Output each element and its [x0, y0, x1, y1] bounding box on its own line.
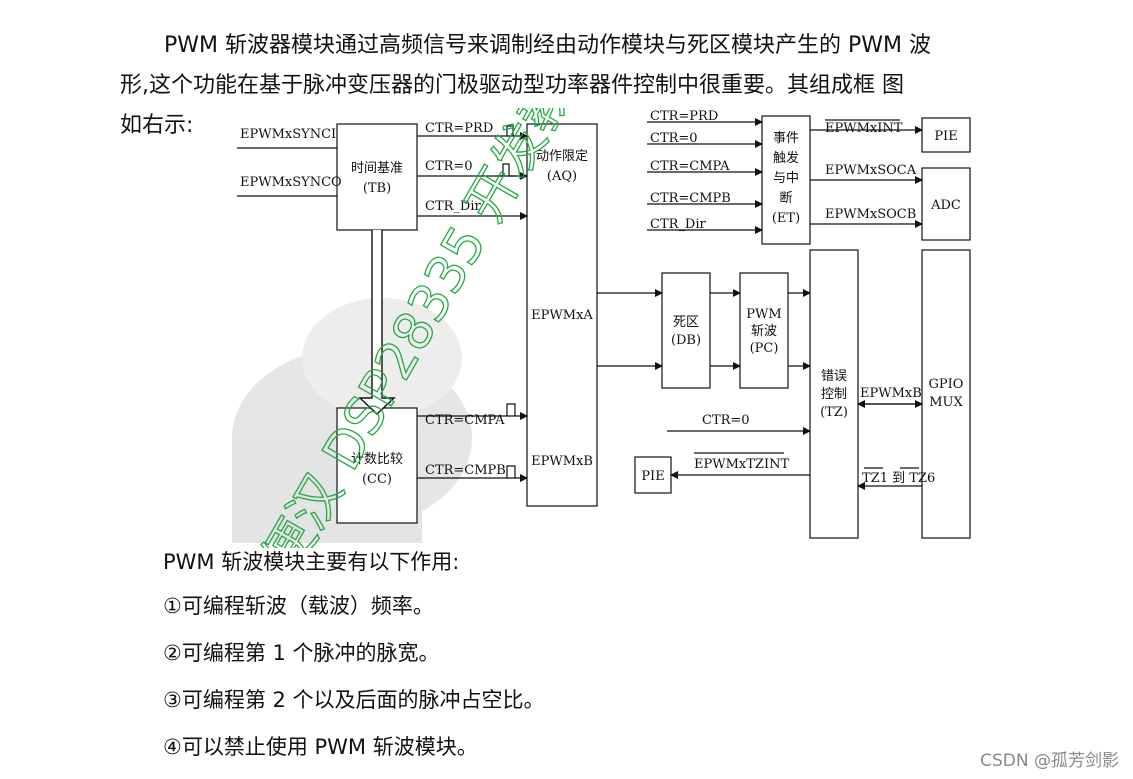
tz-abbr: (TZ): [820, 405, 848, 420]
tb-block: [336, 123, 418, 231]
et-name-2: 触发: [773, 150, 799, 166]
epwm-block-diagram: EPWMxSYNCI EPWMxSYNCO CTR=PRD CTR=0 CTR_…: [232, 21, 977, 585]
pc-abbr: (PC): [750, 341, 779, 356]
tb-ctr-prd-label: CTR=PRD: [425, 121, 493, 136]
cc-ctr-cmpa-label: CTR=CMPA: [425, 413, 505, 428]
aq-block: [526, 123, 598, 507]
cc-abbr: (CC): [362, 472, 392, 487]
et-in-cmpa-label: CTR=CMPA: [650, 159, 730, 174]
et-name-1: 事件: [773, 131, 799, 146]
et-in-cmpb-label: CTR=CMPB: [650, 191, 731, 206]
cc-block: [336, 407, 418, 524]
db-name: 死区: [673, 315, 699, 330]
function-item-1: ①可编程斩波（载波）频率。: [163, 594, 434, 618]
db-abbr: (DB): [671, 333, 701, 348]
gpio-mux-block: [921, 249, 971, 539]
et-name-4: 断: [779, 191, 792, 206]
functions-heading: PWM 斩波模块主要有以下作用:: [163, 550, 460, 574]
pc-name-1: PWM: [746, 307, 781, 322]
et-in-dir-label: CTR_Dir: [650, 217, 706, 232]
diagram-svg: EPWMxSYNCI EPWMxSYNCO CTR=PRD CTR=0 CTR_…: [232, 21, 971, 585]
pie-bottom-block: [634, 456, 672, 494]
function-item-2: ②可编程第 1 个脉冲的脉宽。: [163, 641, 440, 665]
cc-name: 计数比较: [351, 452, 403, 467]
tb-abbr: (TB): [363, 181, 391, 196]
et-out-soca-label: EPWMxSOCA: [825, 163, 917, 178]
sync-in-label: EPWMxSYNCI: [240, 127, 336, 142]
tz-name-2: 控制: [821, 387, 847, 402]
et-abbr: (ET): [772, 211, 800, 226]
tz-in-tz-label: TZ1 到 TZ6: [862, 471, 935, 486]
tz-out-b-label: EPWMxB: [860, 386, 922, 401]
intro-line-2: 形,这个功能在基于脉冲变压器的门极驱动型功率器件控制中很重要。其组成框 图: [120, 73, 904, 98]
tb-ctr-zero-label: CTR=0: [425, 159, 473, 174]
intro-line-3: 如右示:: [120, 113, 194, 138]
pie-bottom-label: PIE: [641, 469, 664, 484]
intro-paragraph: PWM 斩波器模块通过高频信号来调制经由动作模块与死区模块产生的 PWM 波 形…: [120, 26, 1010, 146]
gpio-label-1: GPIO: [929, 377, 964, 392]
sync-out-label: EPWMxSYNCO: [240, 175, 342, 190]
aq-abbr: (AQ): [547, 169, 577, 184]
et-out-socb-label: EPWMxSOCB: [825, 207, 916, 222]
pie-top-block: [921, 117, 971, 153]
et-in-prd-label: CTR=PRD: [650, 109, 718, 124]
aq-out-b: EPWMxB: [531, 454, 593, 469]
gpio-label-2: MUX: [929, 395, 963, 410]
adc-block: [921, 167, 971, 241]
pc-block: [739, 272, 789, 389]
tz-out-tzint-label: EPWMxTZINT: [694, 457, 789, 472]
tz-block: [809, 249, 859, 539]
et-name-3: 与中: [773, 171, 799, 186]
function-item-3: ③可编程第 2 个以及后面的脉冲占空比。: [163, 688, 545, 712]
et-in-zero-label: CTR=0: [650, 131, 698, 146]
aq-name: 动作限定: [536, 149, 588, 164]
tz-ctr-zero-label: CTR=0: [702, 413, 750, 428]
pie-top-label: PIE: [934, 129, 957, 144]
et-out-int-label: EPWMxINT: [825, 121, 903, 136]
csdn-credit: CSDN @孤芳剑影: [980, 751, 1119, 771]
tb-ctr-dir-label: CTR_Dir: [425, 199, 481, 214]
tb-name: 时间基准: [351, 161, 403, 176]
et-block: [761, 115, 811, 245]
adc-label: ADC: [930, 198, 961, 213]
pc-name-2: 斩波: [751, 324, 777, 339]
intro-line-1: PWM 斩波器模块通过高频信号来调制经由动作模块与死区模块产生的 PWM 波: [164, 33, 931, 58]
tz-name-1: 错误: [821, 369, 847, 384]
aq-out-a: EPWMxA: [531, 308, 593, 323]
function-item-4: ④可以禁止使用 PWM 斩波模块。: [163, 735, 478, 759]
db-block: [661, 272, 711, 389]
cc-ctr-cmpb-label: CTR=CMPB: [425, 463, 506, 478]
